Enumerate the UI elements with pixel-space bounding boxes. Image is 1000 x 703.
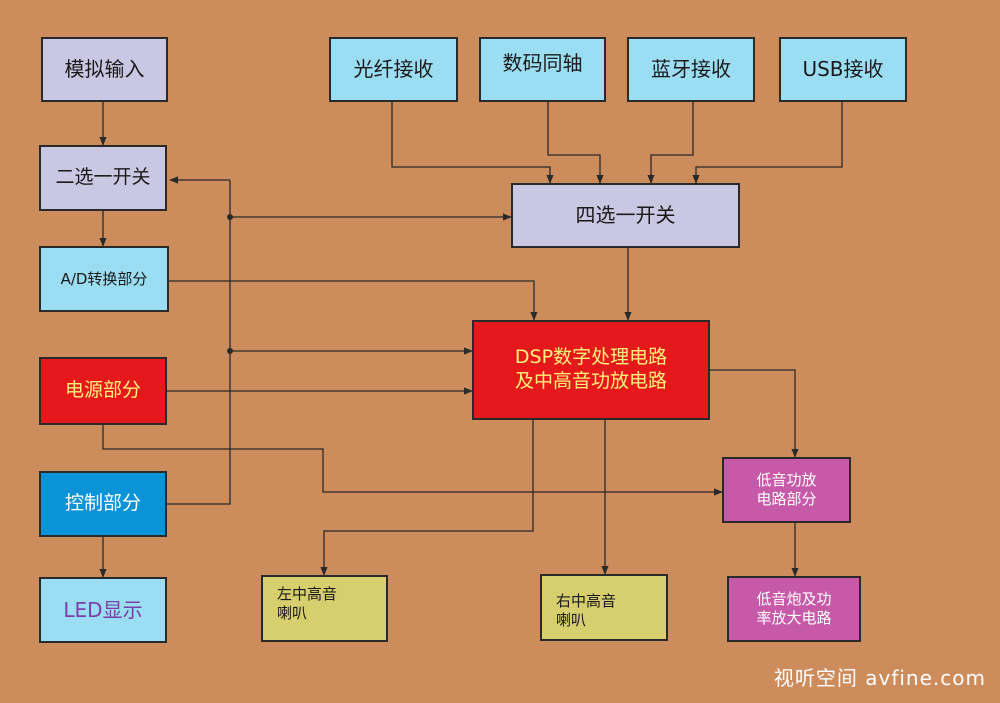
- node-ad-convert: A/D转换部分: [39, 246, 169, 312]
- node-two-way-switch: 二选一开关: [39, 145, 167, 211]
- junction-dot: [227, 348, 233, 354]
- node-analog-input: 模拟输入: [41, 37, 168, 102]
- node-left-speaker: 左中高音 喇叭: [261, 575, 388, 642]
- edge-power-to-bassamp: [102, 425, 723, 496]
- edge-dsp-to-left-speaker: [320, 420, 534, 576]
- watermark: 视听空间 avfine.com: [773, 666, 986, 690]
- edge-usb-to-switch4: [692, 102, 843, 184]
- node-right-speaker: 右中高音 喇叭: [540, 574, 668, 641]
- node-usb-rx: USB接收: [779, 37, 907, 102]
- edge-ad-to-dsp: [169, 280, 538, 321]
- node-control: 控制部分: [39, 471, 167, 537]
- edge-dsp-to-bassamp: [710, 369, 799, 458]
- edge-optical-to-switch4: [391, 102, 554, 184]
- node-coax-digital: 数码同轴: [479, 37, 606, 102]
- node-subwoofer: 低音炮及功 率放大电路: [727, 576, 861, 642]
- junction-dot: [227, 214, 233, 220]
- node-bluetooth-rx: 蓝牙接收: [627, 37, 755, 102]
- edge-bluetooth-to-switch4: [647, 102, 694, 184]
- edge-control-bus: [167, 180, 231, 505]
- node-bass-amp: 低音功放 电路部分: [722, 457, 851, 523]
- edge-coax-to-switch4: [547, 102, 604, 184]
- node-four-way-switch: 四选一开关: [511, 183, 740, 248]
- node-optical-rx: 光纤接收: [329, 37, 458, 102]
- node-led-display: LED显示: [39, 577, 167, 643]
- node-dsp: DSP数字处理电路 及中高音功放电路: [472, 320, 710, 420]
- node-power: 电源部分: [39, 357, 167, 425]
